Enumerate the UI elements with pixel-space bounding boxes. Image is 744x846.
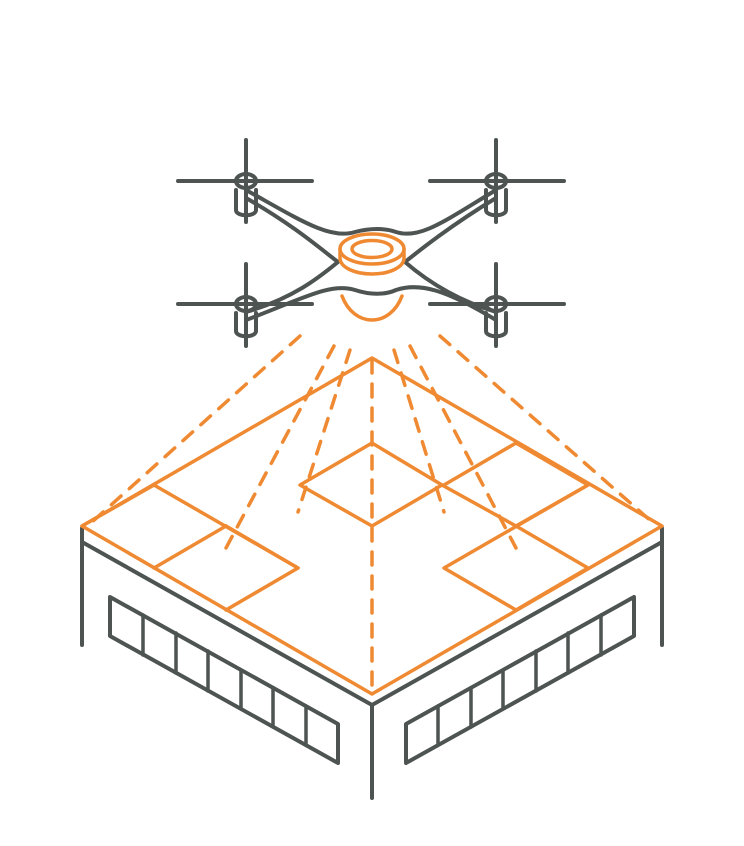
roof-left-tiles-2 bbox=[224, 524, 300, 570]
roof-right-tiles-2 bbox=[514, 483, 590, 528]
rotor-top-left bbox=[176, 138, 314, 224]
rotor-bottom-right bbox=[428, 262, 566, 348]
roof-right-tiles-3 bbox=[442, 441, 518, 487]
right-window-band bbox=[404, 595, 636, 765]
roof-center-tile bbox=[298, 441, 444, 528]
beam-far-right bbox=[438, 334, 654, 524]
rotor-bottom-left bbox=[176, 262, 314, 348]
rotor-top-right bbox=[428, 138, 566, 224]
beam-far-left bbox=[90, 334, 302, 524]
scan-beam-icon bbox=[90, 334, 654, 692]
beam-mid-right bbox=[392, 348, 446, 514]
drone-body bbox=[244, 188, 498, 322]
beam-right bbox=[408, 344, 518, 550]
rooftop-building-icon bbox=[80, 526, 664, 800]
drone-hub bbox=[338, 232, 406, 276]
roof-grid-icon bbox=[80, 356, 664, 696]
left-window-band bbox=[108, 595, 340, 765]
beam-left bbox=[224, 344, 336, 550]
beam-mid-left bbox=[296, 348, 352, 514]
camera-gimbal bbox=[340, 294, 404, 322]
drone-icon bbox=[176, 138, 566, 348]
